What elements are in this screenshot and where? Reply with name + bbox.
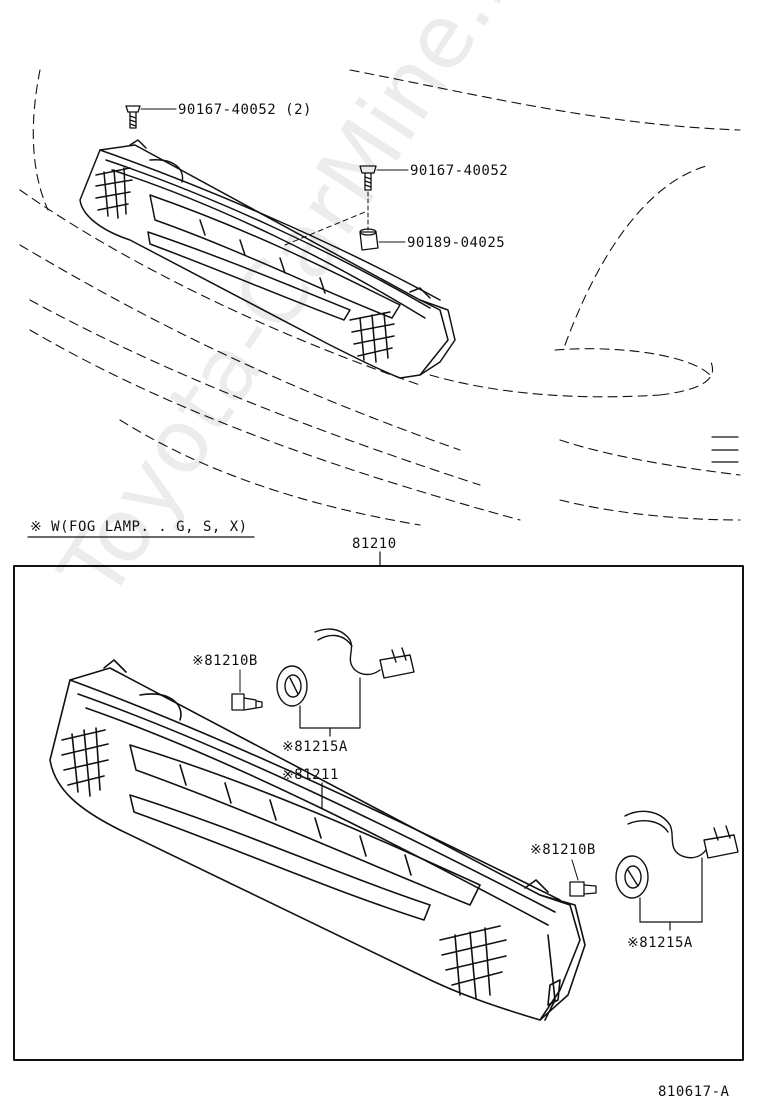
- assembly-box: [13, 565, 744, 1061]
- nut-right-icon: [359, 228, 406, 251]
- callout-nut-right: 90189-04025: [407, 235, 506, 251]
- figure-id: 810617-A: [658, 1084, 730, 1100]
- body-edge-ticks: [711, 436, 739, 463]
- callout-bulb-holder-right: ※81215A: [627, 935, 693, 951]
- callout-socket-right: ※81210B: [530, 842, 596, 858]
- fog-lamp-note: ※ W(FOG LAMP. . G, S, X): [30, 519, 248, 535]
- callout-socket-left: ※81210B: [192, 653, 258, 669]
- grille-exploded: [49, 659, 586, 1021]
- callout-assembly: 81210: [352, 536, 397, 552]
- bulb-holder-left-icon: [276, 628, 415, 737]
- screw-right-icon: [359, 165, 409, 231]
- vehicle-body-outline: [19, 69, 741, 526]
- bulb-holder-right-icon: [615, 810, 739, 931]
- socket-right-icon: [569, 859, 597, 897]
- callout-screw-top: 90167-40052 (2): [178, 102, 312, 118]
- screw-top-icon: [125, 105, 177, 129]
- grille-installed: [79, 139, 456, 379]
- callout-housing: ※81211: [282, 767, 339, 783]
- callout-screw-right: 90167-40052: [410, 163, 509, 179]
- socket-left-icon: [231, 669, 263, 711]
- callout-bulb-holder-left: ※81215A: [282, 739, 348, 755]
